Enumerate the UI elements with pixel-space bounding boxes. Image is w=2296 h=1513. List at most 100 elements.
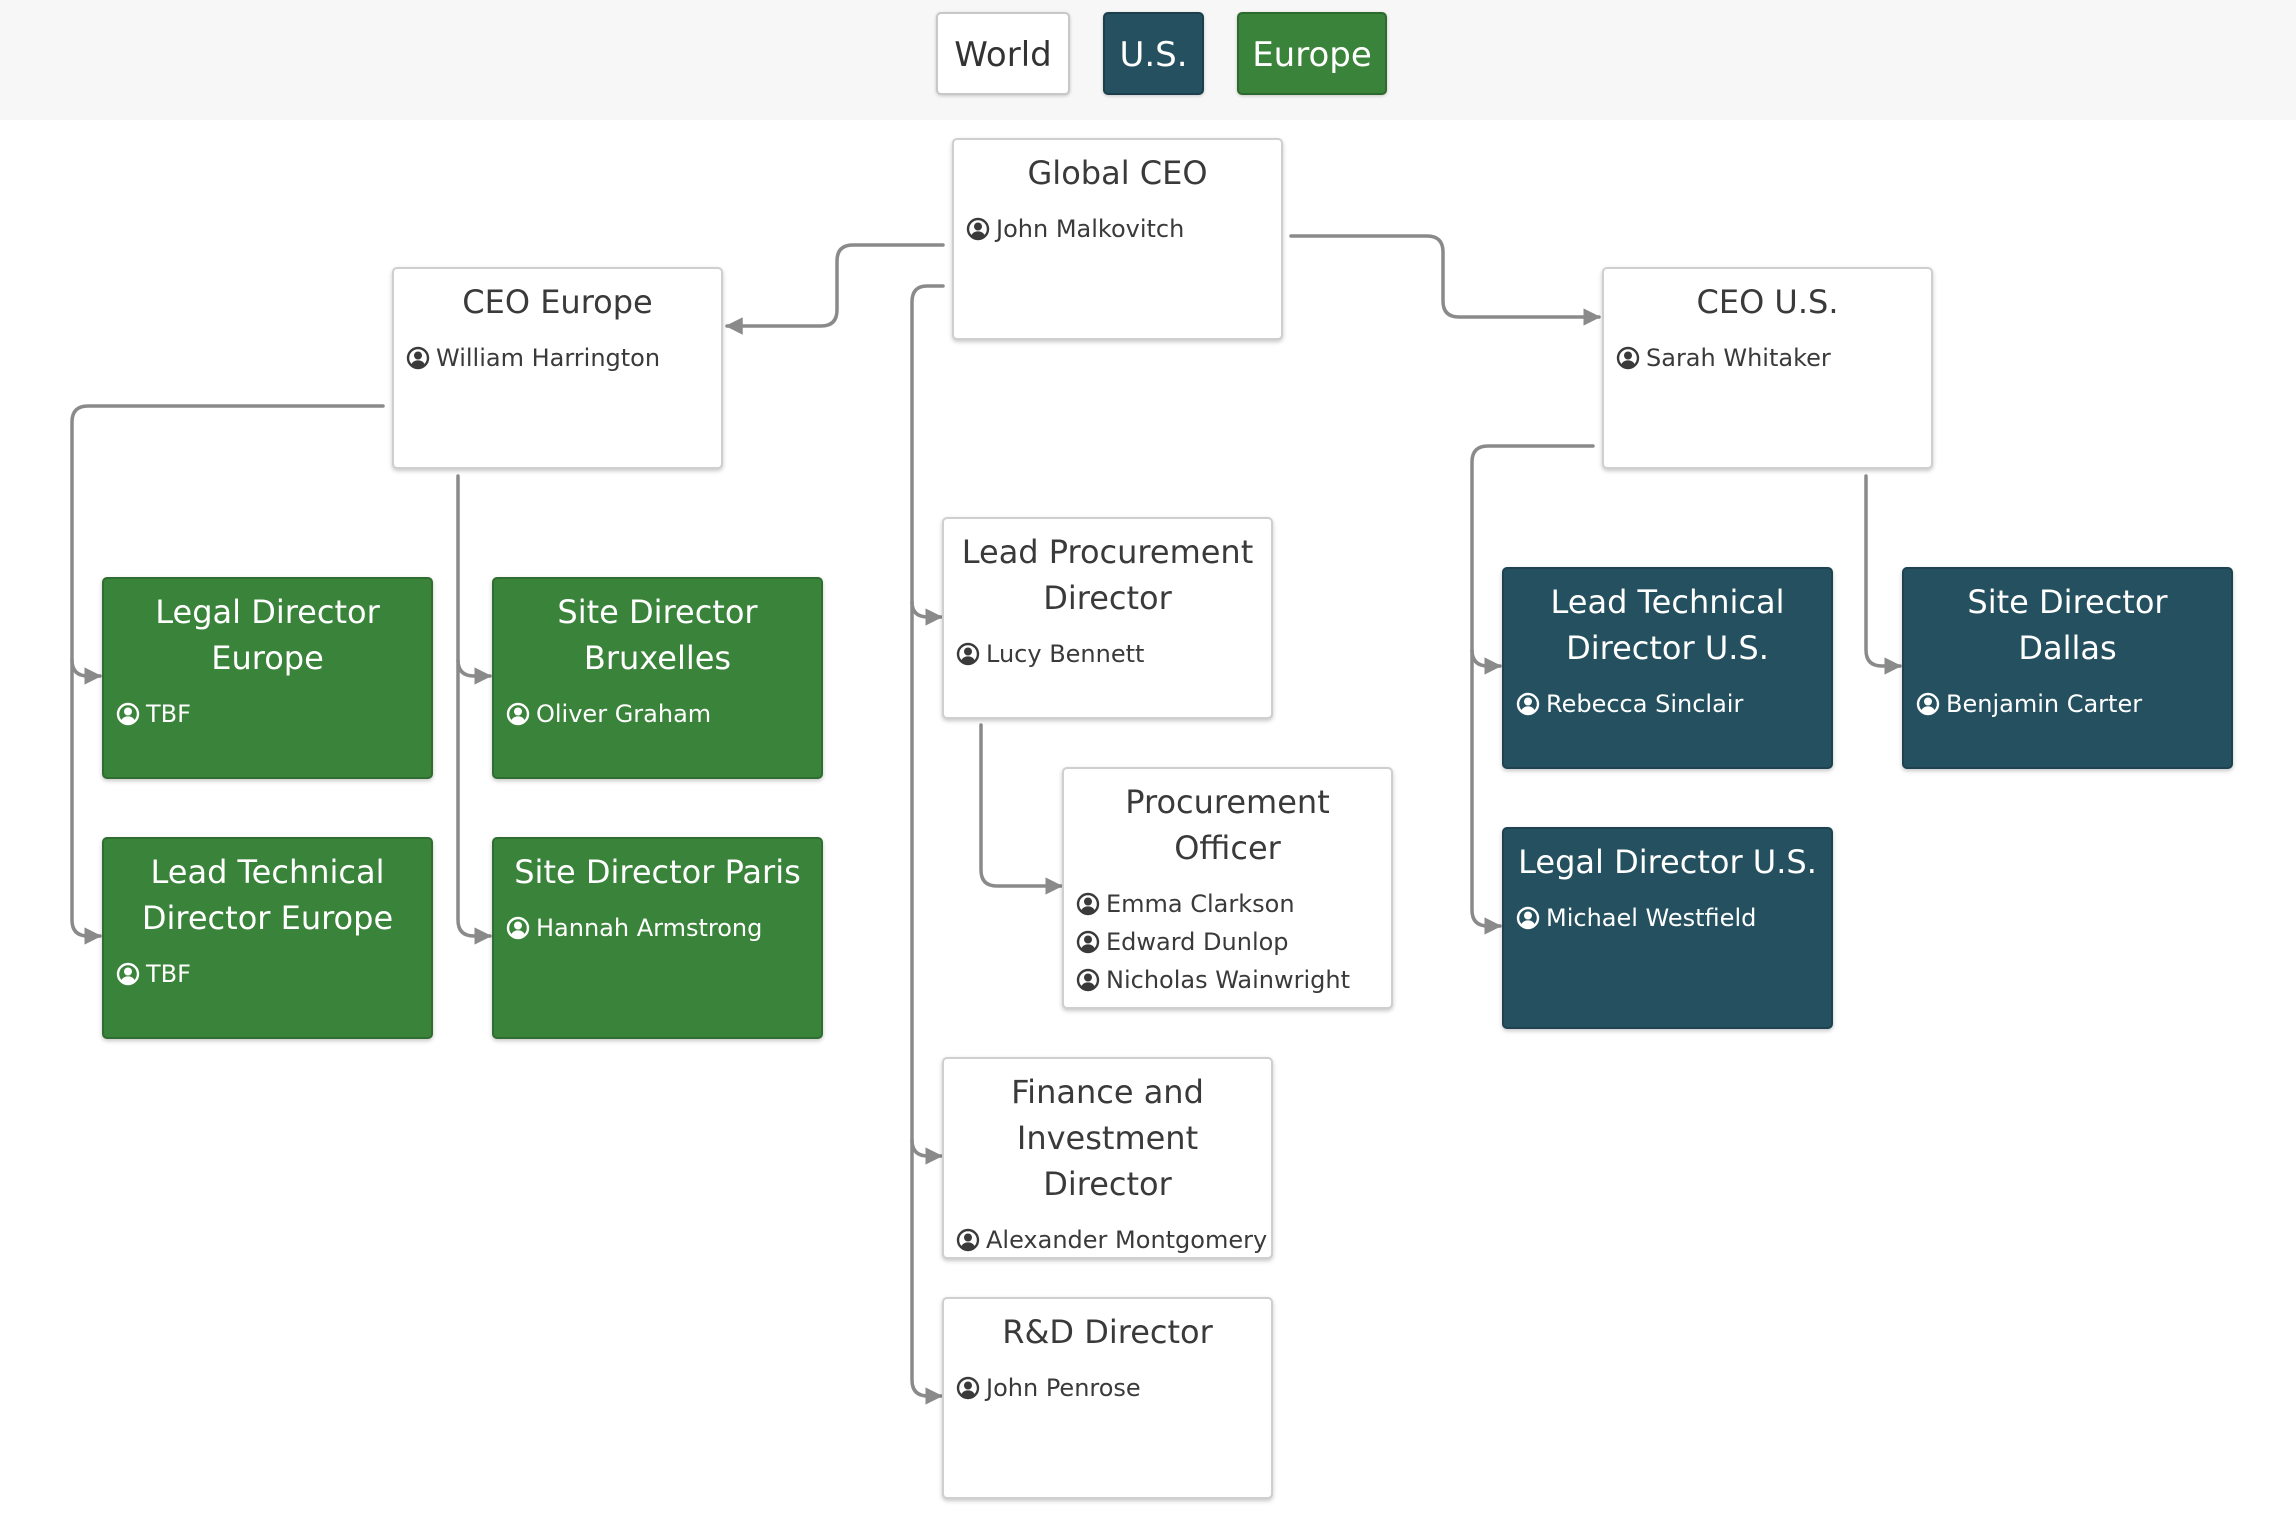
- user-circle-icon: [956, 642, 980, 666]
- person-row: John Penrose: [956, 1369, 1259, 1407]
- user-circle-icon: [1076, 930, 1100, 954]
- node-title: Lead Technical Director U.S.: [1550, 583, 1785, 667]
- node-finance-investment-director[interactable]: Finance and Investment Director Alexande…: [942, 1057, 1273, 1259]
- node-title: Legal Director Europe: [155, 593, 380, 677]
- person-row: Benjamin Carter: [1916, 685, 2219, 723]
- person-name: Benjamin Carter: [1946, 690, 2143, 718]
- person-name: Nicholas Wainwright: [1106, 966, 1351, 994]
- node-people: TBF: [116, 955, 419, 993]
- user-circle-icon: [1076, 892, 1100, 916]
- node-people: Benjamin Carter: [1916, 685, 2219, 723]
- node-ceo-us[interactable]: CEO U.S. Sarah Whitaker: [1602, 267, 1933, 469]
- node-people: Hannah Armstrong: [506, 909, 809, 947]
- person-row: Oliver Graham: [506, 695, 809, 733]
- node-site-director-dallas[interactable]: Site Director Dallas Benjamin Carter: [1902, 567, 2233, 769]
- user-circle-icon: [956, 1228, 980, 1252]
- user-circle-icon: [1516, 692, 1540, 716]
- node-title: Procurement Officer: [1125, 783, 1330, 867]
- node-people: Michael Westfield: [1516, 899, 1819, 937]
- filter-world-button[interactable]: World: [936, 12, 1070, 95]
- node-people: Rebecca Sinclair: [1516, 685, 1819, 723]
- connector-ceo-europe-to-bruxelles: [456, 474, 492, 685]
- person-row: Edward Dunlop: [1076, 923, 1379, 961]
- node-site-director-bruxelles[interactable]: Site Director Bruxelles Oliver Graham: [492, 577, 823, 779]
- person-name: Oliver Graham: [536, 700, 712, 728]
- connector-global-to-lead-procurement: [910, 284, 945, 626]
- connector-ceo-us-to-lead-tech: [1470, 444, 1595, 675]
- connector-ceo-europe-to-legal: [70, 404, 385, 685]
- person-name: Alexander Montgomery: [986, 1226, 1268, 1254]
- user-circle-icon: [956, 1376, 980, 1400]
- node-people: John Penrose: [956, 1369, 1259, 1407]
- person-row: William Harrington: [406, 339, 709, 377]
- person-name: Michael Westfield: [1546, 904, 1757, 932]
- person-name: Edward Dunlop: [1106, 928, 1289, 956]
- person-row: John Malkovitch: [966, 210, 1269, 248]
- node-title: Site Director Dallas: [1967, 583, 2168, 667]
- person-row: Sarah Whitaker: [1616, 339, 1919, 377]
- user-circle-icon: [406, 346, 430, 370]
- node-people: Lucy Bennett: [956, 635, 1259, 673]
- user-circle-icon: [1076, 968, 1100, 992]
- node-people: Alexander Montgomery: [956, 1221, 1267, 1259]
- person-name: TBF: [146, 700, 191, 728]
- node-global-ceo[interactable]: Global CEO John Malkovitch: [952, 138, 1283, 340]
- connector-ceo-us-to-legal: [1470, 648, 1502, 935]
- connector-global-to-ceo-europe: [725, 243, 945, 335]
- connector-ceo-europe-to-paris: [456, 658, 492, 945]
- node-legal-director-europe[interactable]: Legal Director Europe TBF: [102, 577, 433, 779]
- person-name: Rebecca Sinclair: [1546, 690, 1744, 718]
- node-lead-procurement-director[interactable]: Lead Procurement Director Lucy Bennett: [942, 517, 1273, 719]
- node-title: CEO U.S.: [1696, 283, 1839, 321]
- user-circle-icon: [1616, 346, 1640, 370]
- node-rnd-director[interactable]: R&D Director John Penrose: [942, 1297, 1273, 1499]
- user-circle-icon: [1916, 692, 1940, 716]
- node-site-director-paris[interactable]: Site Director Paris Hannah Armstrong: [492, 837, 823, 1039]
- node-title: Lead Technical Director Europe: [141, 853, 394, 937]
- person-name: Sarah Whitaker: [1646, 344, 1831, 372]
- person-row: Emma Clarkson: [1076, 885, 1379, 923]
- node-title: Finance and Investment Director: [1011, 1073, 1204, 1203]
- connector-procurement-to-officer: [979, 723, 1063, 895]
- node-people: John Malkovitch: [966, 210, 1269, 248]
- person-row: Rebecca Sinclair: [1516, 685, 1819, 723]
- node-title: Lead Procurement Director: [961, 533, 1254, 617]
- region-filter-bar: World U.S. Europe: [0, 0, 2296, 120]
- filter-europe-button[interactable]: Europe: [1237, 12, 1387, 95]
- node-title: Global CEO: [1027, 154, 1208, 192]
- person-name: John Penrose: [986, 1374, 1141, 1402]
- node-title: R&D Director: [1002, 1313, 1213, 1351]
- person-name: Emma Clarkson: [1106, 890, 1295, 918]
- node-people: Oliver Graham: [506, 695, 809, 733]
- node-people: Sarah Whitaker: [1616, 339, 1919, 377]
- node-ceo-europe[interactable]: CEO Europe William Harrington: [392, 267, 723, 469]
- person-row: TBF: [116, 955, 419, 993]
- connector-ceo-us-to-dallas: [1864, 474, 1902, 675]
- person-row: Alexander Montgomery: [956, 1221, 1267, 1259]
- person-name: Hannah Armstrong: [536, 914, 763, 942]
- node-title: Site Director Bruxelles: [557, 593, 758, 677]
- connector-global-to-rnd: [910, 1138, 943, 1405]
- person-name: John Malkovitch: [996, 215, 1185, 243]
- user-circle-icon: [1516, 906, 1540, 930]
- user-circle-icon: [966, 217, 990, 241]
- person-row: Nicholas Wainwright: [1076, 961, 1379, 999]
- person-name: William Harrington: [436, 344, 661, 372]
- user-circle-icon: [116, 962, 140, 986]
- person-row: TBF: [116, 695, 419, 733]
- node-people: William Harrington: [406, 339, 709, 377]
- person-name: Lucy Bennett: [986, 640, 1145, 668]
- node-lead-technical-director-us[interactable]: Lead Technical Director U.S. Rebecca Sin…: [1502, 567, 1833, 769]
- filter-us-button[interactable]: U.S.: [1103, 12, 1204, 95]
- user-circle-icon: [506, 916, 530, 940]
- user-circle-icon: [506, 702, 530, 726]
- node-title: Legal Director U.S.: [1518, 843, 1817, 881]
- person-row: Michael Westfield: [1516, 899, 1819, 937]
- node-title: CEO Europe: [462, 283, 653, 321]
- person-name: TBF: [146, 960, 191, 988]
- user-circle-icon: [116, 702, 140, 726]
- node-lead-technical-director-europe[interactable]: Lead Technical Director Europe TBF: [102, 837, 433, 1039]
- node-legal-director-us[interactable]: Legal Director U.S. Michael Westfield: [1502, 827, 1833, 1029]
